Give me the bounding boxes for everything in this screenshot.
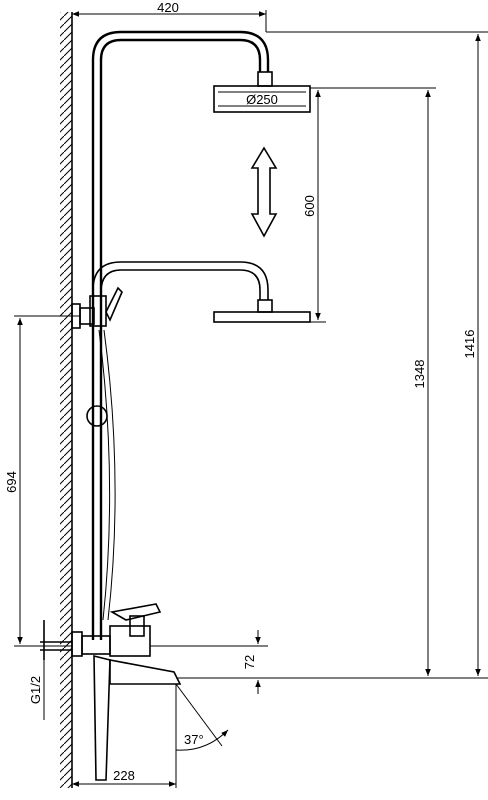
riser-pipe [91,30,270,640]
slider-knob [86,405,108,427]
water-inlet [40,620,72,660]
dim-overall-height-label: 1416 [462,330,477,359]
height-adjust-arrow-icon [250,146,278,238]
wall [60,12,73,788]
hand-shower-hose [98,329,116,621]
dim-inlet-thread-label: G1/2 [28,676,43,704]
dim-overall-height [176,31,488,679]
dim-spout-angle-label: 37° [184,732,204,747]
dim-arm-width [72,10,267,32]
dim-head-adjust-label: 600 [302,195,317,217]
dim-spout-reach-label: 228 [113,768,135,783]
dim-bracket-spacing [14,315,80,647]
dim-spout-height [150,630,268,694]
mixer-valve [71,603,182,685]
dim-head-diameter-label: Ø250 [246,92,278,107]
dim-arm-width-label: 420 [157,0,179,15]
bath-handset [93,654,111,781]
hand-shower-holder [89,286,123,327]
dim-spout-height-label: 72 [242,655,257,669]
dim-bracket-spacing-label: 694 [4,471,19,493]
dim-head-height [310,87,436,676]
dim-spout-reach [72,760,177,788]
overhead-shower-head-lowered [92,261,311,323]
overhead-shower-head-top [213,71,311,113]
spout-angle-indicator [175,683,229,760]
dim-head-height-label: 1348 [412,360,427,389]
